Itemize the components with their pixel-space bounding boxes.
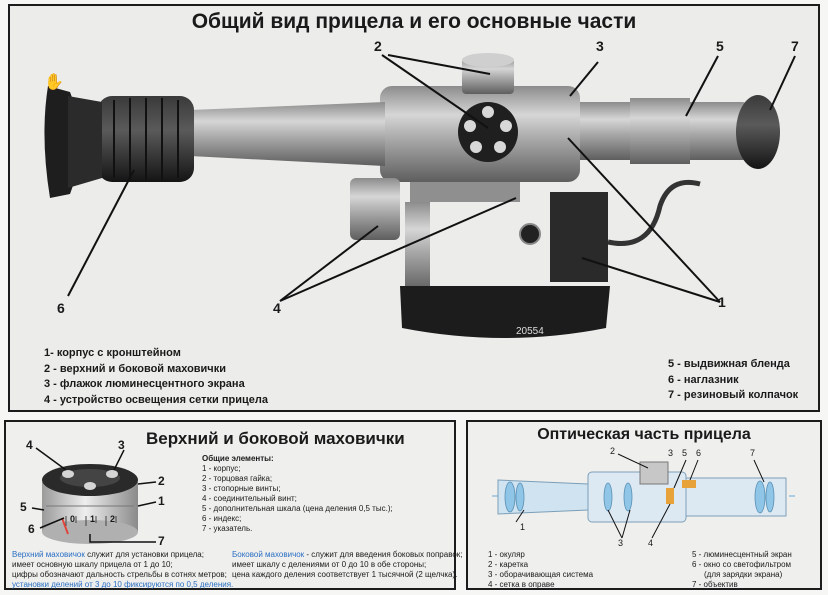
element-item: 3 - стопорные винты; xyxy=(202,484,281,493)
mount-base xyxy=(400,286,610,338)
main-title: Общий вид прицела и его основные части xyxy=(191,10,637,33)
scope-illustration: 20554 xyxy=(44,53,796,338)
optics-legend-item: (для зарядки экрана) xyxy=(704,570,783,579)
main-legend-left: 1- корпус с кронштейном 2 - верхний и бо… xyxy=(44,346,268,408)
side-flywheel-description: Боковой маховичок - служит для введения … xyxy=(232,550,463,580)
flywheel-elements-list: Общие элементы: 1 - корпус; 2 - торцовая… xyxy=(202,454,393,534)
main-legend-item: 3 - флажок люминесцентного экрана xyxy=(44,378,245,390)
main-legend-item: 6 - наглазник xyxy=(668,373,739,386)
rubber-cap xyxy=(736,95,780,169)
main-legend-item: 4 - устройство освещения сетки прицела xyxy=(44,393,268,406)
side-flywheel-term: Боковой маховичок xyxy=(232,550,305,559)
flywheel-panel: Верхний и боковой маховички xyxy=(4,420,463,590)
flywheel-callout-1: 1 xyxy=(158,494,165,508)
element-item: 7 - указатель. xyxy=(202,524,253,533)
index-mark xyxy=(61,517,69,535)
optics-title: Оптическая часть прицела xyxy=(537,426,751,443)
flywheel-callout-7: 7 xyxy=(158,534,165,548)
optics-legend-item: 1 - окуляр xyxy=(488,550,525,559)
objective-lens xyxy=(754,480,766,514)
optics-callout-1: 1 xyxy=(520,522,526,532)
illuminator-housing xyxy=(350,178,400,240)
sunshade xyxy=(630,98,690,164)
main-legend-item: 5 - выдвижная бленда xyxy=(668,358,790,370)
top-flywheel-term: Верхний маховичок xyxy=(12,550,85,559)
optics-legend-right: 5 - люминесцентный экран 6 - окно со све… xyxy=(692,550,792,590)
scale-digit: 0 xyxy=(70,514,76,524)
elements-header: Общие элементы: xyxy=(202,454,274,463)
eyepiece-tube xyxy=(190,102,385,166)
flywheel-illustration xyxy=(31,447,157,544)
optics-legend-item: 3 - оборачивающая система xyxy=(488,570,594,579)
element-item: 1 - корпус; xyxy=(202,464,241,473)
optics-legend-item: 7 - объектив xyxy=(692,580,738,589)
desc-line: установки делений от 3 до 10 фиксируются… xyxy=(12,580,234,589)
luminescent-screen xyxy=(682,480,696,488)
illuminator-cable xyxy=(607,179,701,246)
mount-clamp xyxy=(550,192,608,282)
flywheel-callout-2: 2 xyxy=(158,474,165,488)
serial-number: 20554 xyxy=(516,326,544,337)
hand-cursor-icon: ✋ xyxy=(44,74,64,91)
main-callout-6: 6 xyxy=(57,300,65,316)
top-turret xyxy=(462,58,514,94)
optics-legend-item: 6 - окно со светофильтром xyxy=(692,560,792,569)
element-item: 6 - индекс; xyxy=(202,514,242,523)
element-item: 5 - дополнительная шкала (цена деления 0… xyxy=(202,504,393,513)
desc-line: цена каждого деления соответствует 1 тыс… xyxy=(232,570,458,579)
optics-panel: Оптическая часть прицела 2 3 5 xyxy=(466,420,822,590)
optics-callout-2: 2 xyxy=(610,446,616,456)
optics-legend-item: 4 - сетка в оправе xyxy=(488,580,555,589)
optics-callout-3: 3 xyxy=(618,538,624,548)
flywheel-callout-3: 3 xyxy=(118,438,125,452)
optics-legend-left: 1 - окуляр 2 - каретка 3 - оборачивающая… xyxy=(488,550,593,590)
main-callout-7: 7 xyxy=(791,38,799,54)
optics-callout-5: 5 xyxy=(682,448,688,458)
main-legend-right: 5 - выдвижная бленда 6 - наглазник 7 - р… xyxy=(668,357,798,404)
main-panel: Общий вид прицела и его основные части xyxy=(8,4,820,412)
eyepiece-lens xyxy=(504,481,516,513)
desc-line: цифры обозначают дальность стрельбы в со… xyxy=(12,570,227,579)
optics-legend-item: 5 - люминесцентный экран xyxy=(692,550,792,559)
optics-callout-6: 6 xyxy=(696,448,702,458)
top-flywheel-description: Верхний маховичок служит для установки п… xyxy=(12,550,233,590)
scale-digit: 1 xyxy=(90,514,96,524)
desc-line: - служит для введения боковых поправок; xyxy=(304,550,463,559)
flywheel-callout-6: 6 xyxy=(28,522,35,536)
flywheel-callout-4: 4 xyxy=(26,438,33,452)
desc-line: имеет шкалу с делениями от 0 до 10 в обе… xyxy=(232,560,427,569)
main-callout-3: 3 xyxy=(596,38,604,54)
reticle-mount xyxy=(666,488,674,504)
main-legend-item: 2 - верхний и боковой маховички xyxy=(44,362,226,375)
carriage xyxy=(639,461,669,485)
main-callout-4: 4 xyxy=(273,300,281,316)
desc-line: имеет основную шкалу прицела от 1 до 10; xyxy=(12,560,173,569)
flywheel-title: Верхний и боковой маховички xyxy=(146,429,405,448)
desc-line: служит для установки прицела; xyxy=(84,550,204,559)
main-legend-item: 1- корпус с кронштейном xyxy=(44,347,181,359)
optics-callout-3-top: 3 xyxy=(668,448,674,458)
erector-lens xyxy=(603,482,613,512)
main-callout-2: 2 xyxy=(374,38,382,54)
main-legend-item: 7 - резиновый колпачок xyxy=(668,389,799,401)
optics-callout-4: 4 xyxy=(648,538,654,548)
optics-callout-7: 7 xyxy=(750,448,756,458)
flywheel-callout-5: 5 xyxy=(20,500,27,514)
main-callout-5: 5 xyxy=(716,38,724,54)
main-callout-1: 1 xyxy=(718,294,726,310)
optics-legend-item: 2 - каретка xyxy=(488,560,529,569)
element-item: 4 - соединительный винт; xyxy=(202,494,297,503)
element-item: 2 - торцовая гайка; xyxy=(202,474,273,483)
scale-digit: 2 xyxy=(110,514,116,524)
optics-cutaway xyxy=(492,453,798,539)
